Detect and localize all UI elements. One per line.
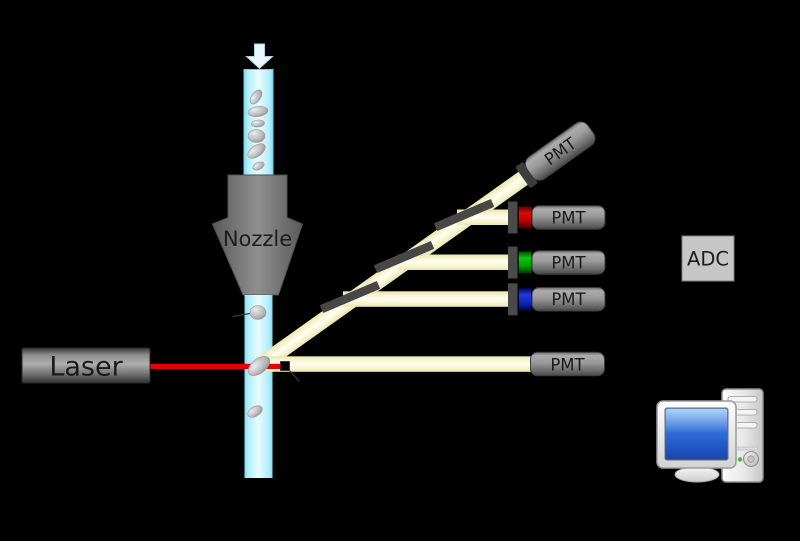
beam-stop-leader-line [289,370,300,382]
cell [247,129,266,143]
tower-groove [735,446,759,451]
filter-holder-green [508,246,518,279]
red-filter [518,206,532,229]
forward-scatter-beam [263,356,531,372]
laser-beam [150,363,284,369]
cells-upper-stream [247,89,269,171]
filter-holder-blue [508,283,518,316]
power-led [737,457,743,462]
monitor-base [674,466,720,483]
pmt-body [530,351,605,377]
laser-box [21,347,151,384]
green-filter [518,251,532,274]
adc: ADC [681,235,735,282]
filter-holders [508,201,518,316]
power-button-inner [747,455,755,463]
pmt-label: PMT [551,208,586,227]
fluorescence-pmt-red: PMT [531,205,606,230]
adc-label: ADC [687,248,729,271]
nozzle-label: Nozzle [223,227,292,251]
fluorescence-beam-blue [343,291,512,307]
fluorescence-beam-green [398,254,512,270]
pmt-body [531,287,606,312]
pmt-entrance-cap [515,162,538,188]
pmt-label: PMT [550,355,585,374]
blue-filter [518,287,532,311]
pmt-label: PMT [551,253,586,272]
cell [249,89,263,105]
fluorescence-pmt-blue: PMT [531,287,606,312]
pmt-body [531,250,606,275]
cell [247,143,266,159]
adc-box [681,235,735,282]
cell [247,106,269,117]
filter-holder-red [508,201,518,234]
computer-icon [656,388,764,483]
cell [247,405,263,418]
interrogated-cell [247,356,271,376]
sample-stream-lower [244,295,273,478]
cell [252,161,265,171]
dichroic-mirrors [320,199,494,313]
dichroic-mirror-1 [434,199,494,231]
screen-gloss [666,409,727,433]
drive-bay-slot [727,396,758,403]
cell [251,119,265,128]
nozzle [211,174,304,296]
dichroic-mirror-2 [374,241,434,273]
cell [249,305,267,320]
pmt-body [524,121,596,181]
cell-leader-line [232,312,251,318]
fluorescence-pmt-green: PMT [531,250,606,275]
dichroic-mirror-3 [320,281,380,313]
down-arrow-icon [245,43,274,70]
pmt-label: PMT [551,290,586,309]
beam-stop [280,361,290,371]
pmt-body [531,205,606,230]
laser-label: Laser [49,352,123,383]
forward-scatter-pmt: PMT [530,351,605,377]
